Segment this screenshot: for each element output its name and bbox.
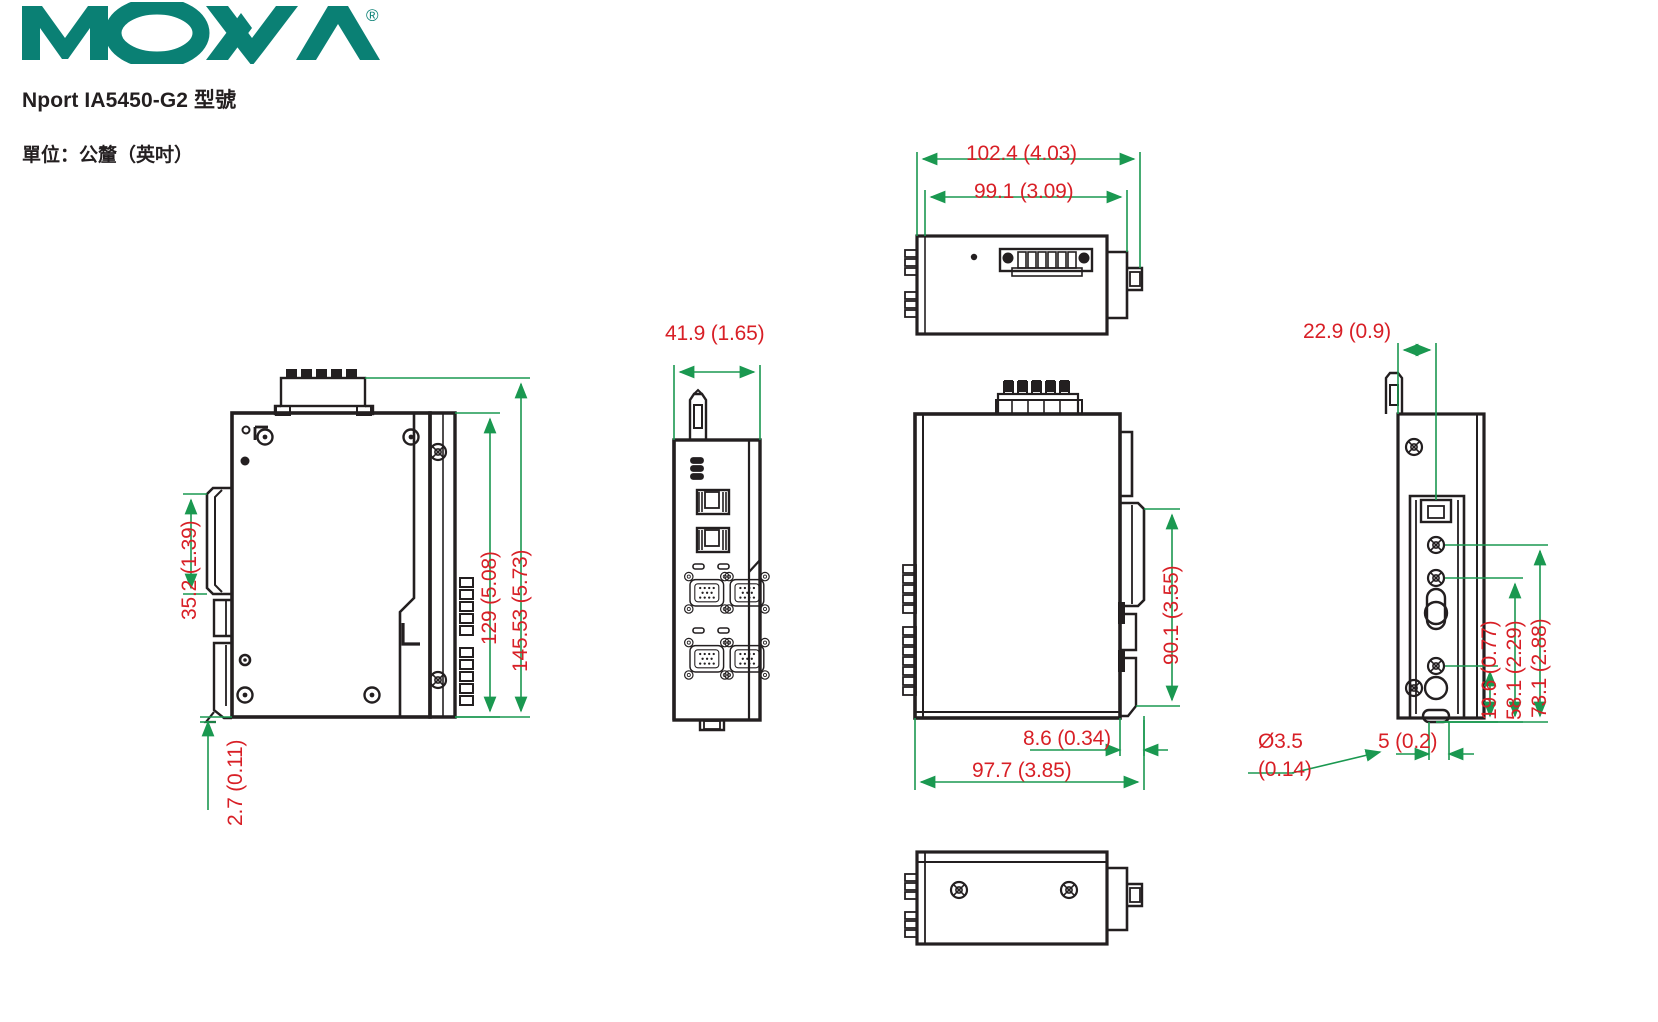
dim-2-7: 2.7 (0.11): [224, 739, 247, 826]
view-bottom: [904, 850, 1144, 946]
view-front: [672, 388, 770, 732]
dim-41-9: 41.9 (1.65): [665, 322, 765, 345]
dim-99-1: 99.1 (3.09): [974, 180, 1074, 203]
dim-22-9: 22.9 (0.9): [1303, 320, 1391, 343]
page-title: Nport IA5450-G2 型號: [22, 89, 237, 112]
view-side-left: [203, 369, 474, 724]
page-header: ® Nport IA5450-G2 型號 單位：公釐（英吋）: [0, 0, 1658, 170]
dims-view-side-right: [1248, 343, 1548, 774]
dim-73-1: 73.1 (2.88): [1528, 618, 1551, 718]
dims-view-side-left: [183, 377, 530, 810]
dim-102-4: 102.4 (4.03): [966, 142, 1077, 165]
view-side-right: [1384, 371, 1486, 724]
db9-serial-port: [683, 571, 770, 680]
dims-view-rear: [914, 508, 1180, 790]
dim-dia-3-5-inch: (0.14): [1258, 758, 1312, 781]
registered-trademark-icon: ®: [366, 6, 379, 25]
dims-view-front: [673, 365, 761, 440]
terminal-block: [995, 380, 1083, 416]
view-top: [904, 234, 1144, 336]
unit-note: 單位：公釐（英吋）: [22, 145, 194, 166]
dim-19-6: 19.6 (0.77): [1478, 620, 1501, 720]
dim-97-7: 97.7 (3.85): [972, 759, 1072, 782]
terminal-block: [998, 247, 1094, 277]
rj45-port: [695, 488, 731, 516]
dim-90-1: 90.1 (3.55): [1160, 565, 1183, 665]
dims-view-top: [916, 152, 1141, 268]
dim-145-53: 145.53 (5.73): [509, 549, 532, 672]
dim-58-1: 58.1 (2.29): [1503, 620, 1526, 720]
dim-35-2: 35.2 (1.39): [178, 520, 201, 620]
dim-5: 5 (0.2): [1378, 730, 1438, 753]
dim-129: 129 (5.08): [478, 551, 501, 645]
moxa-logo: [22, 2, 380, 64]
view-rear: [902, 380, 1146, 720]
dim-8-6: 8.6 (0.34): [1023, 727, 1111, 750]
dim-dia-3-5: Ø3.5: [1258, 730, 1303, 753]
rj45-port: [695, 526, 731, 554]
